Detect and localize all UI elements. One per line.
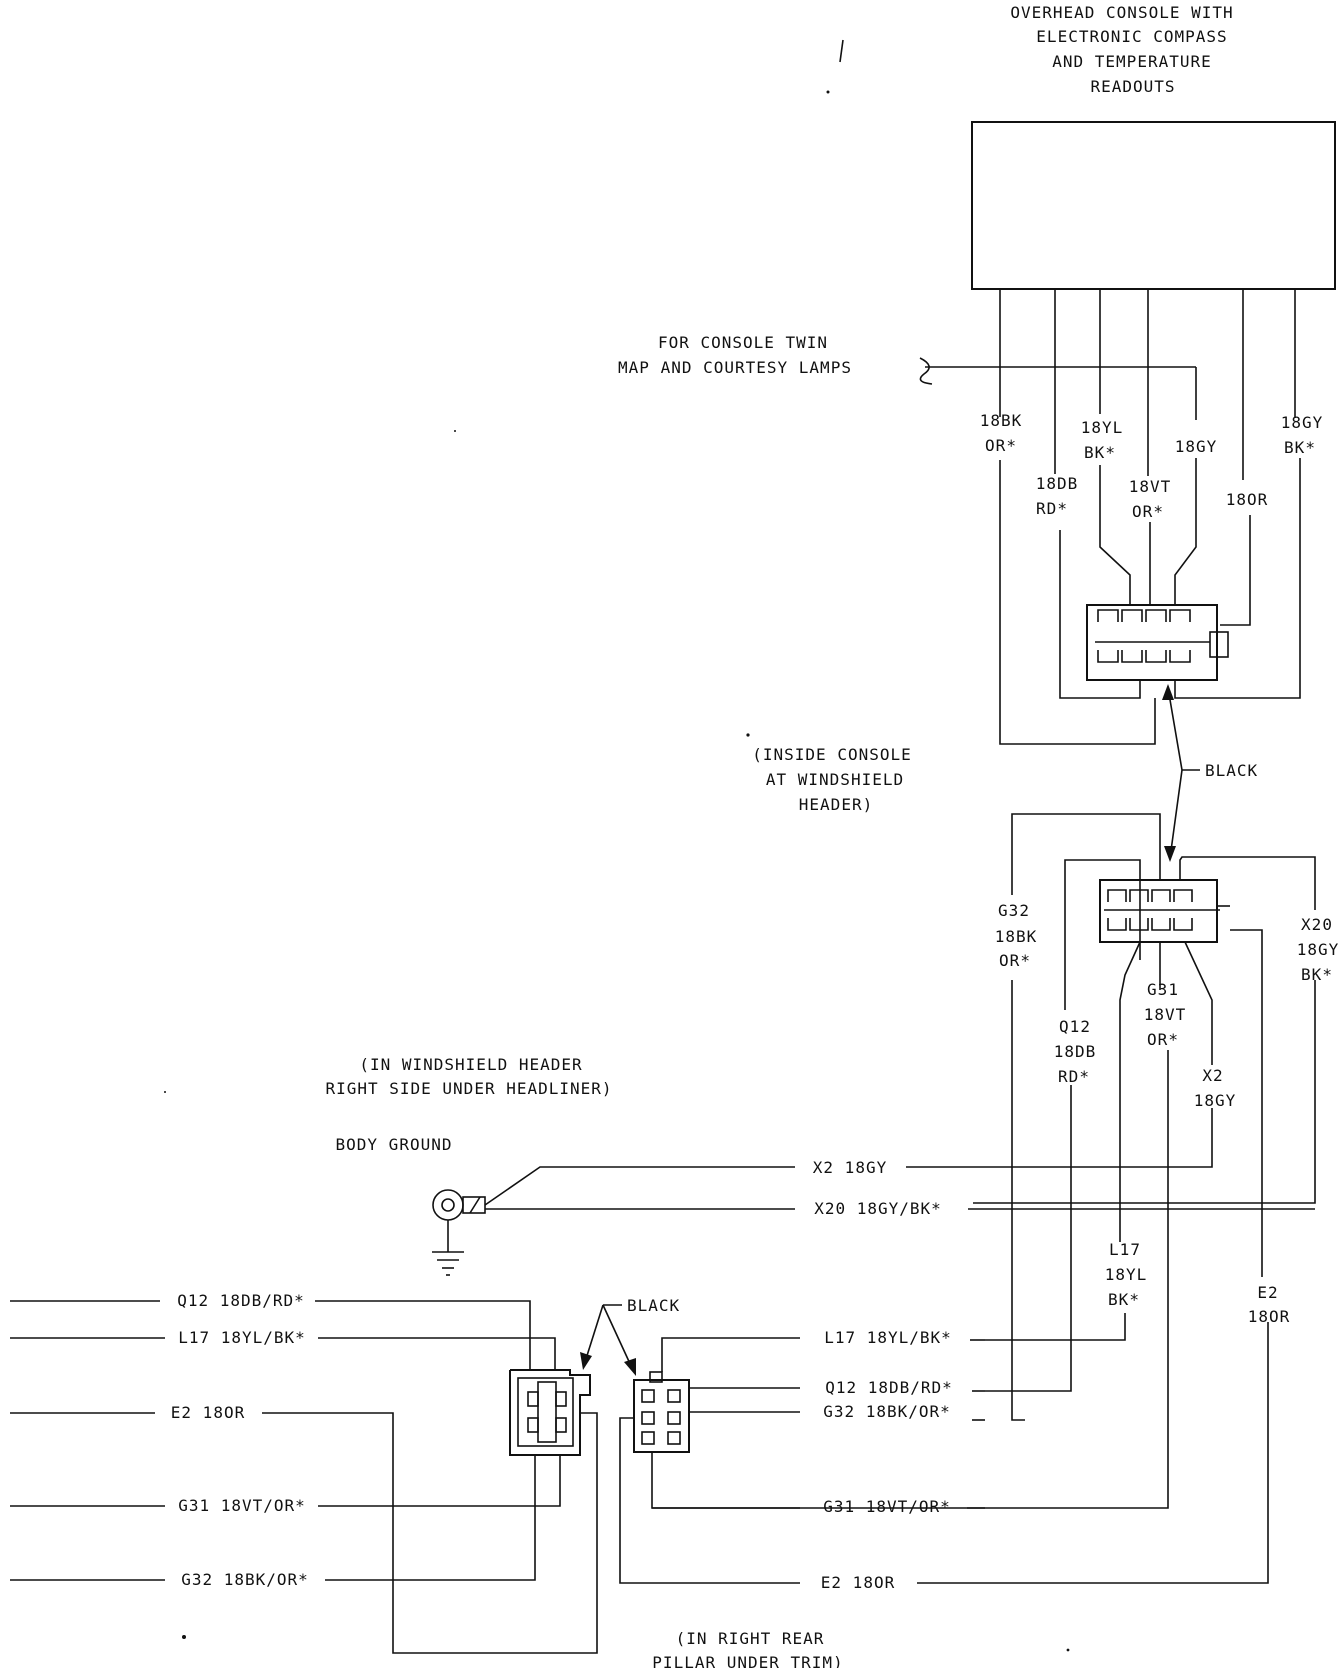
top-wire-labels: 18BK OR* 18DB RD* 18YL BK* 18VT OR* 18GY… [980,411,1324,521]
console-location-line-3: HEADER) [799,795,873,814]
wire-18gy-color: 18GY [1175,437,1218,456]
l17-circuit: L17 [1109,1240,1141,1259]
console-location-note: (INSIDE CONSOLE AT WINDSHIELD HEADER) [752,745,912,814]
g31-tracer: OR* [1147,1030,1179,1049]
rear-connector-left [509,1369,591,1456]
ground-wire-x2: X2 18GY [813,1158,887,1177]
right-harness: L17 18YL/BK* Q12 18DB/RD* G32 18BK/OR* G… [821,1328,985,1592]
module-title-line-1: OVERHEAD CONSOLE WITH [1010,3,1233,22]
q12-tracer: RD* [1058,1067,1090,1086]
g32-gauge-color: 18BK [995,927,1038,946]
wire-18db-color: 18DB [1036,474,1079,493]
e2-circuit: E2 [1257,1283,1278,1302]
g32-tracer: OR* [999,951,1031,970]
body-ground-label: BODY GROUND [336,1135,453,1154]
scan-specks [164,39,1070,1652]
rear-connector-right [619,1337,800,1584]
wire-18vt-color: 18VT [1129,477,1172,496]
module-title-line-2: ELECTRONIC COMPASS [1036,27,1227,46]
connector-color-label: BLACK [1205,761,1258,780]
right-wire-q12: Q12 18DB/RD* [825,1378,953,1397]
module-wires [999,289,1301,745]
mid-wires [652,813,1316,1584]
left-wire-q12: Q12 18DB/RD* [177,1291,305,1310]
left-wire-g31: G31 18VT/OR* [178,1496,306,1515]
wire-18yl-tracer: BK* [1084,443,1116,462]
x2-gauge-color: 18GY [1194,1091,1237,1110]
mating-arrow: BLACK [1162,684,1258,862]
left-harness: Q12 18DB/RD* L17 18YL/BK* E2 18OR G31 18… [10,1291,598,1654]
left-wire-g32: G32 18BK/OR* [181,1570,309,1589]
ground-ring-terminal [432,1189,464,1221]
x20-tracer: BK* [1301,965,1333,984]
wire-18yl-color: 18YL [1081,418,1124,437]
q12-circuit: Q12 [1059,1017,1091,1036]
g31-circuit: G31 [1147,980,1179,999]
q12-gauge-color: 18DB [1054,1042,1097,1061]
lamps-note-line-2: MAP AND COURTESY LAMPS [618,358,852,377]
l17-tracer: BK* [1108,1290,1140,1309]
right-wire-l17: L17 18YL/BK* [824,1328,952,1347]
right-wire-g32: G32 18BK/OR* [823,1402,951,1421]
console-connector-upper [1086,604,1229,681]
rear-location-note: (IN RIGHT REAR PILLAR UNDER TRIM) [652,1629,843,1668]
mid-wire-labels: G32 18BK OR* Q12 18DB RD* G31 18VT OR* X… [995,901,1340,1326]
console-location-line-2: AT WINDSHIELD [766,770,904,789]
overhead-console-module: OVERHEAD CONSOLE WITH ELECTRONIC COMPASS… [971,3,1336,290]
wire-18bk-color: 18BK [980,411,1023,430]
x20-circuit: X20 [1301,915,1333,934]
x20-gauge-color: 18GY [1297,940,1340,959]
x2-circuit: X2 [1202,1066,1223,1085]
ground-location-line-1: (IN WINDSHIELD HEADER [359,1055,582,1074]
l17-gauge-color: 18YL [1105,1265,1148,1284]
g32-circuit: G32 [998,901,1030,920]
rear-connector-arrows: BLACK [580,1296,680,1376]
right-wire-g31: G31 18VT/OR* [823,1497,951,1516]
ground-wire-x20: X20 18GY/BK* [814,1199,942,1218]
lamps-note-line-1: FOR CONSOLE TWIN [658,333,828,352]
wire-18bk-tracer: OR* [985,436,1017,455]
g31-gauge-color: 18VT [1144,1005,1187,1024]
wire-18or-color: 18OR [1226,490,1269,509]
bottom-connector-label: BLACK [627,1296,680,1315]
left-wire-l17: L17 18YL/BK* [178,1328,306,1347]
wire-18gy-bk-color: 18GY [1281,413,1324,432]
wire-18gy-bk-tracer: BK* [1284,438,1316,457]
left-wire-e2: E2 18OR [171,1403,245,1422]
module-title-line-3: AND TEMPERATURE [1052,52,1212,71]
wire-18vt-tracer: OR* [1132,502,1164,521]
right-wire-e2: E2 18OR [821,1573,895,1592]
console-connector-lower [1099,879,1230,943]
wire-18db-tracer: RD* [1036,499,1068,518]
body-ground: (IN WINDSHIELD HEADER RIGHT SIDE UNDER H… [325,1055,1315,1276]
console-location-line-1: (INSIDE CONSOLE [752,745,912,764]
ground-location-line-2: RIGHT SIDE UNDER HEADLINER) [325,1079,612,1098]
rear-location-line-1: (IN RIGHT REAR [676,1629,825,1648]
lamp-feed: FOR CONSOLE TWIN MAP AND COURTESY LAMPS [618,333,1196,385]
rear-location-line-2: PILLAR UNDER TRIM) [652,1653,843,1668]
module-title-line-4: READOUTS [1090,77,1175,96]
e2-gauge-color: 18OR [1248,1307,1291,1326]
